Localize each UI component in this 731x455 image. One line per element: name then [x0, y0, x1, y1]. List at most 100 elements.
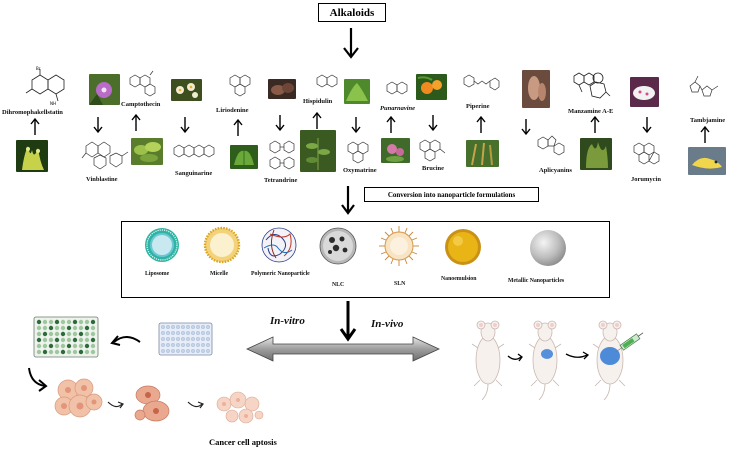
well: [54, 337, 60, 343]
well: [84, 349, 90, 355]
well: [66, 319, 72, 325]
well: [181, 331, 185, 335]
boerhavia-flower-photo: [381, 138, 410, 163]
aplicyanins-structure-icon: [537, 135, 565, 156]
well: [176, 325, 180, 329]
manzamine-structure-icon: [573, 72, 611, 99]
liriodenine-label: Liriodenine: [216, 107, 249, 114]
well: [78, 325, 84, 331]
nanoemulsion-label: Nanoemulsion: [441, 276, 477, 282]
well: [191, 343, 195, 347]
liriodenine-structure-icon: [229, 74, 251, 97]
well: [161, 325, 165, 329]
stephania-root-photo: [268, 79, 296, 99]
dashed-arrow-icon: [187, 401, 204, 409]
tambjamine-label: Tambjamine: [690, 117, 726, 124]
well: [48, 319, 54, 325]
punarnavine-structure-icon: [386, 81, 408, 95]
well: [78, 319, 84, 325]
well: [176, 337, 180, 341]
treated-mouse-with-syringe-icon: [592, 320, 644, 401]
well: [36, 343, 42, 349]
well-plate-green-icon: [33, 316, 99, 358]
well: [72, 349, 78, 355]
polymeric-nanoparticle-label: Polymeric Nanoparticle: [251, 271, 310, 277]
well: [176, 349, 180, 353]
sophora-plant-photo: [344, 79, 370, 104]
well: [60, 337, 66, 343]
cancer-cell-cluster-icon: [54, 378, 103, 418]
up-arrow-icon: [700, 126, 710, 143]
well: [48, 343, 54, 349]
well-plate-blue-icon: [158, 322, 213, 356]
in-vitro-label: In-vitro: [270, 315, 305, 327]
well: [72, 337, 78, 343]
well: [201, 337, 205, 341]
liriodendron-leaf-photo: [230, 145, 258, 169]
well: [196, 349, 200, 353]
well: [42, 349, 48, 355]
mouse-icon: [471, 320, 505, 401]
down-arrow-icon: [351, 117, 361, 134]
well: [166, 349, 170, 353]
svg-text:NH: NH: [50, 101, 56, 106]
well: [191, 325, 195, 329]
well: [60, 319, 66, 325]
sanguinarine-label: Sanguinarine: [175, 170, 213, 177]
well: [186, 349, 190, 353]
alkaloids-title: Alkaloids: [329, 6, 375, 19]
well: [54, 349, 60, 355]
sanguinarine-structure-icon: [173, 144, 215, 158]
manzamine-label: Manzamine A-E: [568, 108, 614, 115]
well: [54, 343, 60, 349]
up-arrow-icon: [386, 116, 396, 133]
dividing-cell-icon: [134, 385, 170, 422]
mouse-with-tumor-icon: [528, 320, 562, 401]
well: [186, 337, 190, 341]
well: [48, 325, 54, 331]
down-arrow-icon: [339, 301, 357, 342]
well: [66, 331, 72, 337]
well: [161, 337, 165, 341]
sln-label: SLN: [394, 281, 406, 287]
down-arrow-icon: [642, 117, 652, 134]
conversion-label: Conversion into nanoparticle formulation…: [387, 190, 516, 199]
nlc-icon: [319, 227, 357, 265]
tambjamine-structure-icon: [689, 75, 719, 97]
metallic-nanoparticle-label: Metallic Nanoparticles: [508, 278, 565, 284]
well: [66, 343, 72, 349]
in-vivo-label: In-vivo: [371, 318, 404, 330]
tetrandrine-structure-icon: [269, 140, 295, 170]
sln-icon: [379, 226, 419, 266]
bryozoan-photo: [688, 147, 726, 175]
well: [90, 331, 96, 337]
curved-arrow-icon: [28, 367, 48, 392]
well: [176, 331, 180, 335]
down-arrow-icon: [341, 186, 355, 215]
well: [171, 343, 175, 347]
well: [36, 337, 42, 343]
curved-arrow-icon: [110, 335, 141, 346]
well: [196, 331, 200, 335]
sponge-photo: [16, 140, 48, 172]
well: [90, 337, 96, 343]
well: [206, 325, 210, 329]
well: [171, 331, 175, 335]
well: [181, 337, 185, 341]
well: [191, 349, 195, 353]
well: [196, 343, 200, 347]
well: [36, 319, 42, 325]
well: [166, 343, 170, 347]
liposome-label: Liposome: [145, 271, 170, 277]
well: [72, 331, 78, 337]
well: [66, 325, 72, 331]
alkaloids-title-box: Alkaloids: [318, 3, 386, 22]
arrow-icon: [507, 353, 523, 362]
down-arrow-icon: [428, 115, 438, 132]
well: [171, 349, 175, 353]
well: [54, 325, 60, 331]
well: [171, 337, 175, 341]
well: [60, 325, 66, 331]
down-arrow-icon: [180, 117, 190, 134]
